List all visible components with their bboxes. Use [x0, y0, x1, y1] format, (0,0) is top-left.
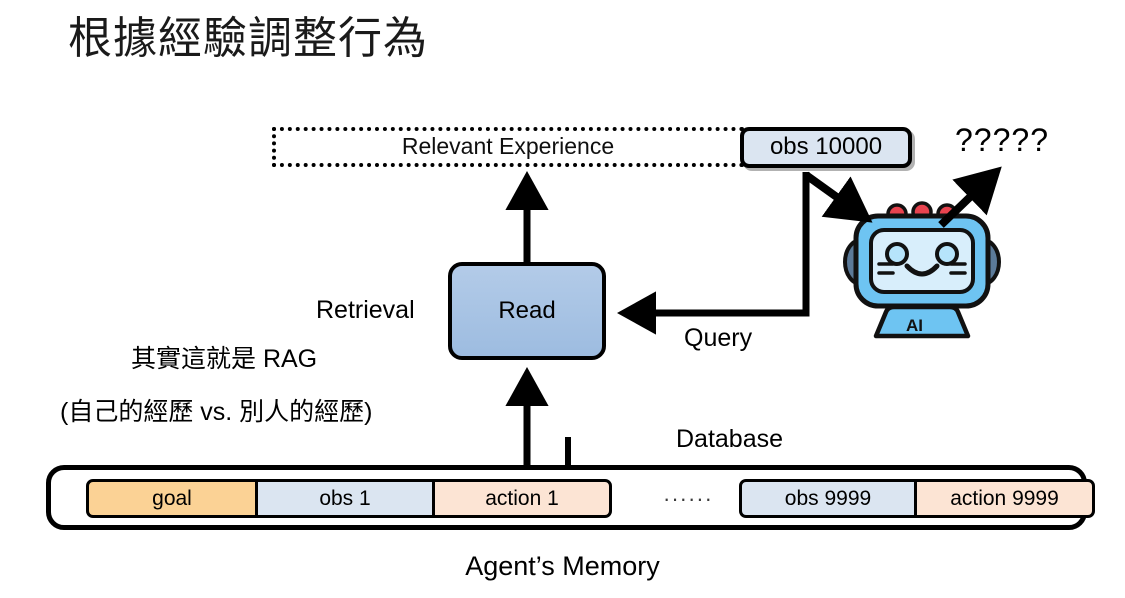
memory-cell-label: obs 9999	[784, 486, 872, 510]
current-observation-box: obs 10000	[740, 127, 912, 168]
read-node-label: Read	[498, 297, 556, 324]
database-label: Database	[676, 425, 784, 453]
note-rag: 其實這就是 RAG	[131, 345, 318, 373]
memory-cell: obs 1	[255, 479, 435, 518]
svg-text:AI: AI	[906, 316, 923, 335]
query-edge-label: Query	[684, 324, 753, 352]
memory-cell: action 1	[432, 479, 612, 518]
relevant-experience-box: Relevant Experience	[272, 127, 744, 167]
agents-memory-caption: Agent’s Memory	[465, 551, 660, 581]
memory-ellipsis: ······	[663, 486, 713, 511]
memory-cell: action 9999	[914, 479, 1095, 518]
memory-cells-right: obs 9999 action 9999	[739, 479, 1095, 518]
current-observation-label: obs 10000	[769, 133, 883, 160]
arrow-query-to-read	[616, 172, 810, 335]
memory-cells-left: goal obs 1 action 1	[86, 479, 612, 518]
agent-memory-bar: goal obs 1 action 1 ······ obs 9999 action …	[46, 465, 1095, 530]
memory-cell: goal	[86, 479, 258, 518]
note-compare: (自己的經歷 vs. 別人的經歷)	[60, 398, 373, 426]
page-title: 根據經驗調整行為	[68, 14, 428, 63]
ai-robot-icon: AI	[834, 200, 1010, 340]
memory-cell: obs 9999	[739, 479, 917, 518]
unknown-output-label: ?????	[955, 122, 1049, 158]
memory-cell-label: action 9999	[950, 486, 1059, 510]
memory-cell-label: goal	[152, 486, 192, 510]
memory-cell-label: action 1	[485, 486, 559, 510]
memory-cell-label: obs 1	[319, 486, 371, 510]
retrieval-label: Retrieval	[316, 296, 415, 324]
relevant-experience-label: Relevant Experience	[401, 133, 615, 159]
read-node: Read	[448, 262, 606, 360]
